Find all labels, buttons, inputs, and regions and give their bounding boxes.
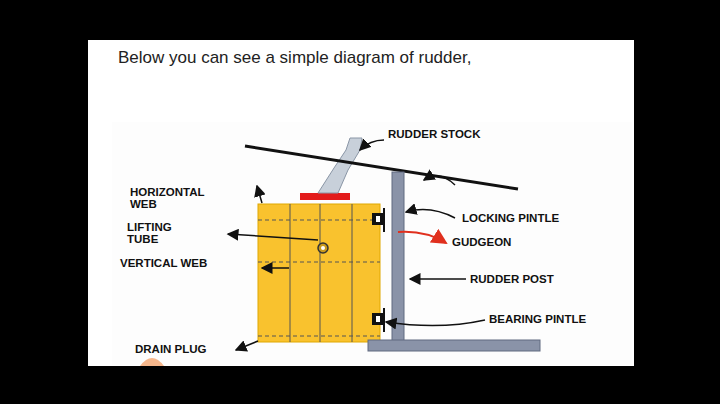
part-label: BEARING PINTLE bbox=[489, 313, 629, 325]
part-label: HORIZONTAL WEB bbox=[130, 186, 212, 210]
heading: Below you can see a simple diagram of ru… bbox=[118, 48, 471, 68]
part-label: DRAIN PLUG bbox=[135, 343, 275, 355]
part-label: RUDDER STOCK bbox=[388, 128, 528, 140]
part-label: LOCKING PINTLE bbox=[462, 212, 602, 224]
part-label: RUDDER POST bbox=[470, 273, 610, 285]
part-label: VERTICAL WEB bbox=[120, 257, 260, 269]
part-label: LIFTING TUBE bbox=[127, 221, 197, 245]
part-label: GUDGEON bbox=[452, 236, 592, 248]
